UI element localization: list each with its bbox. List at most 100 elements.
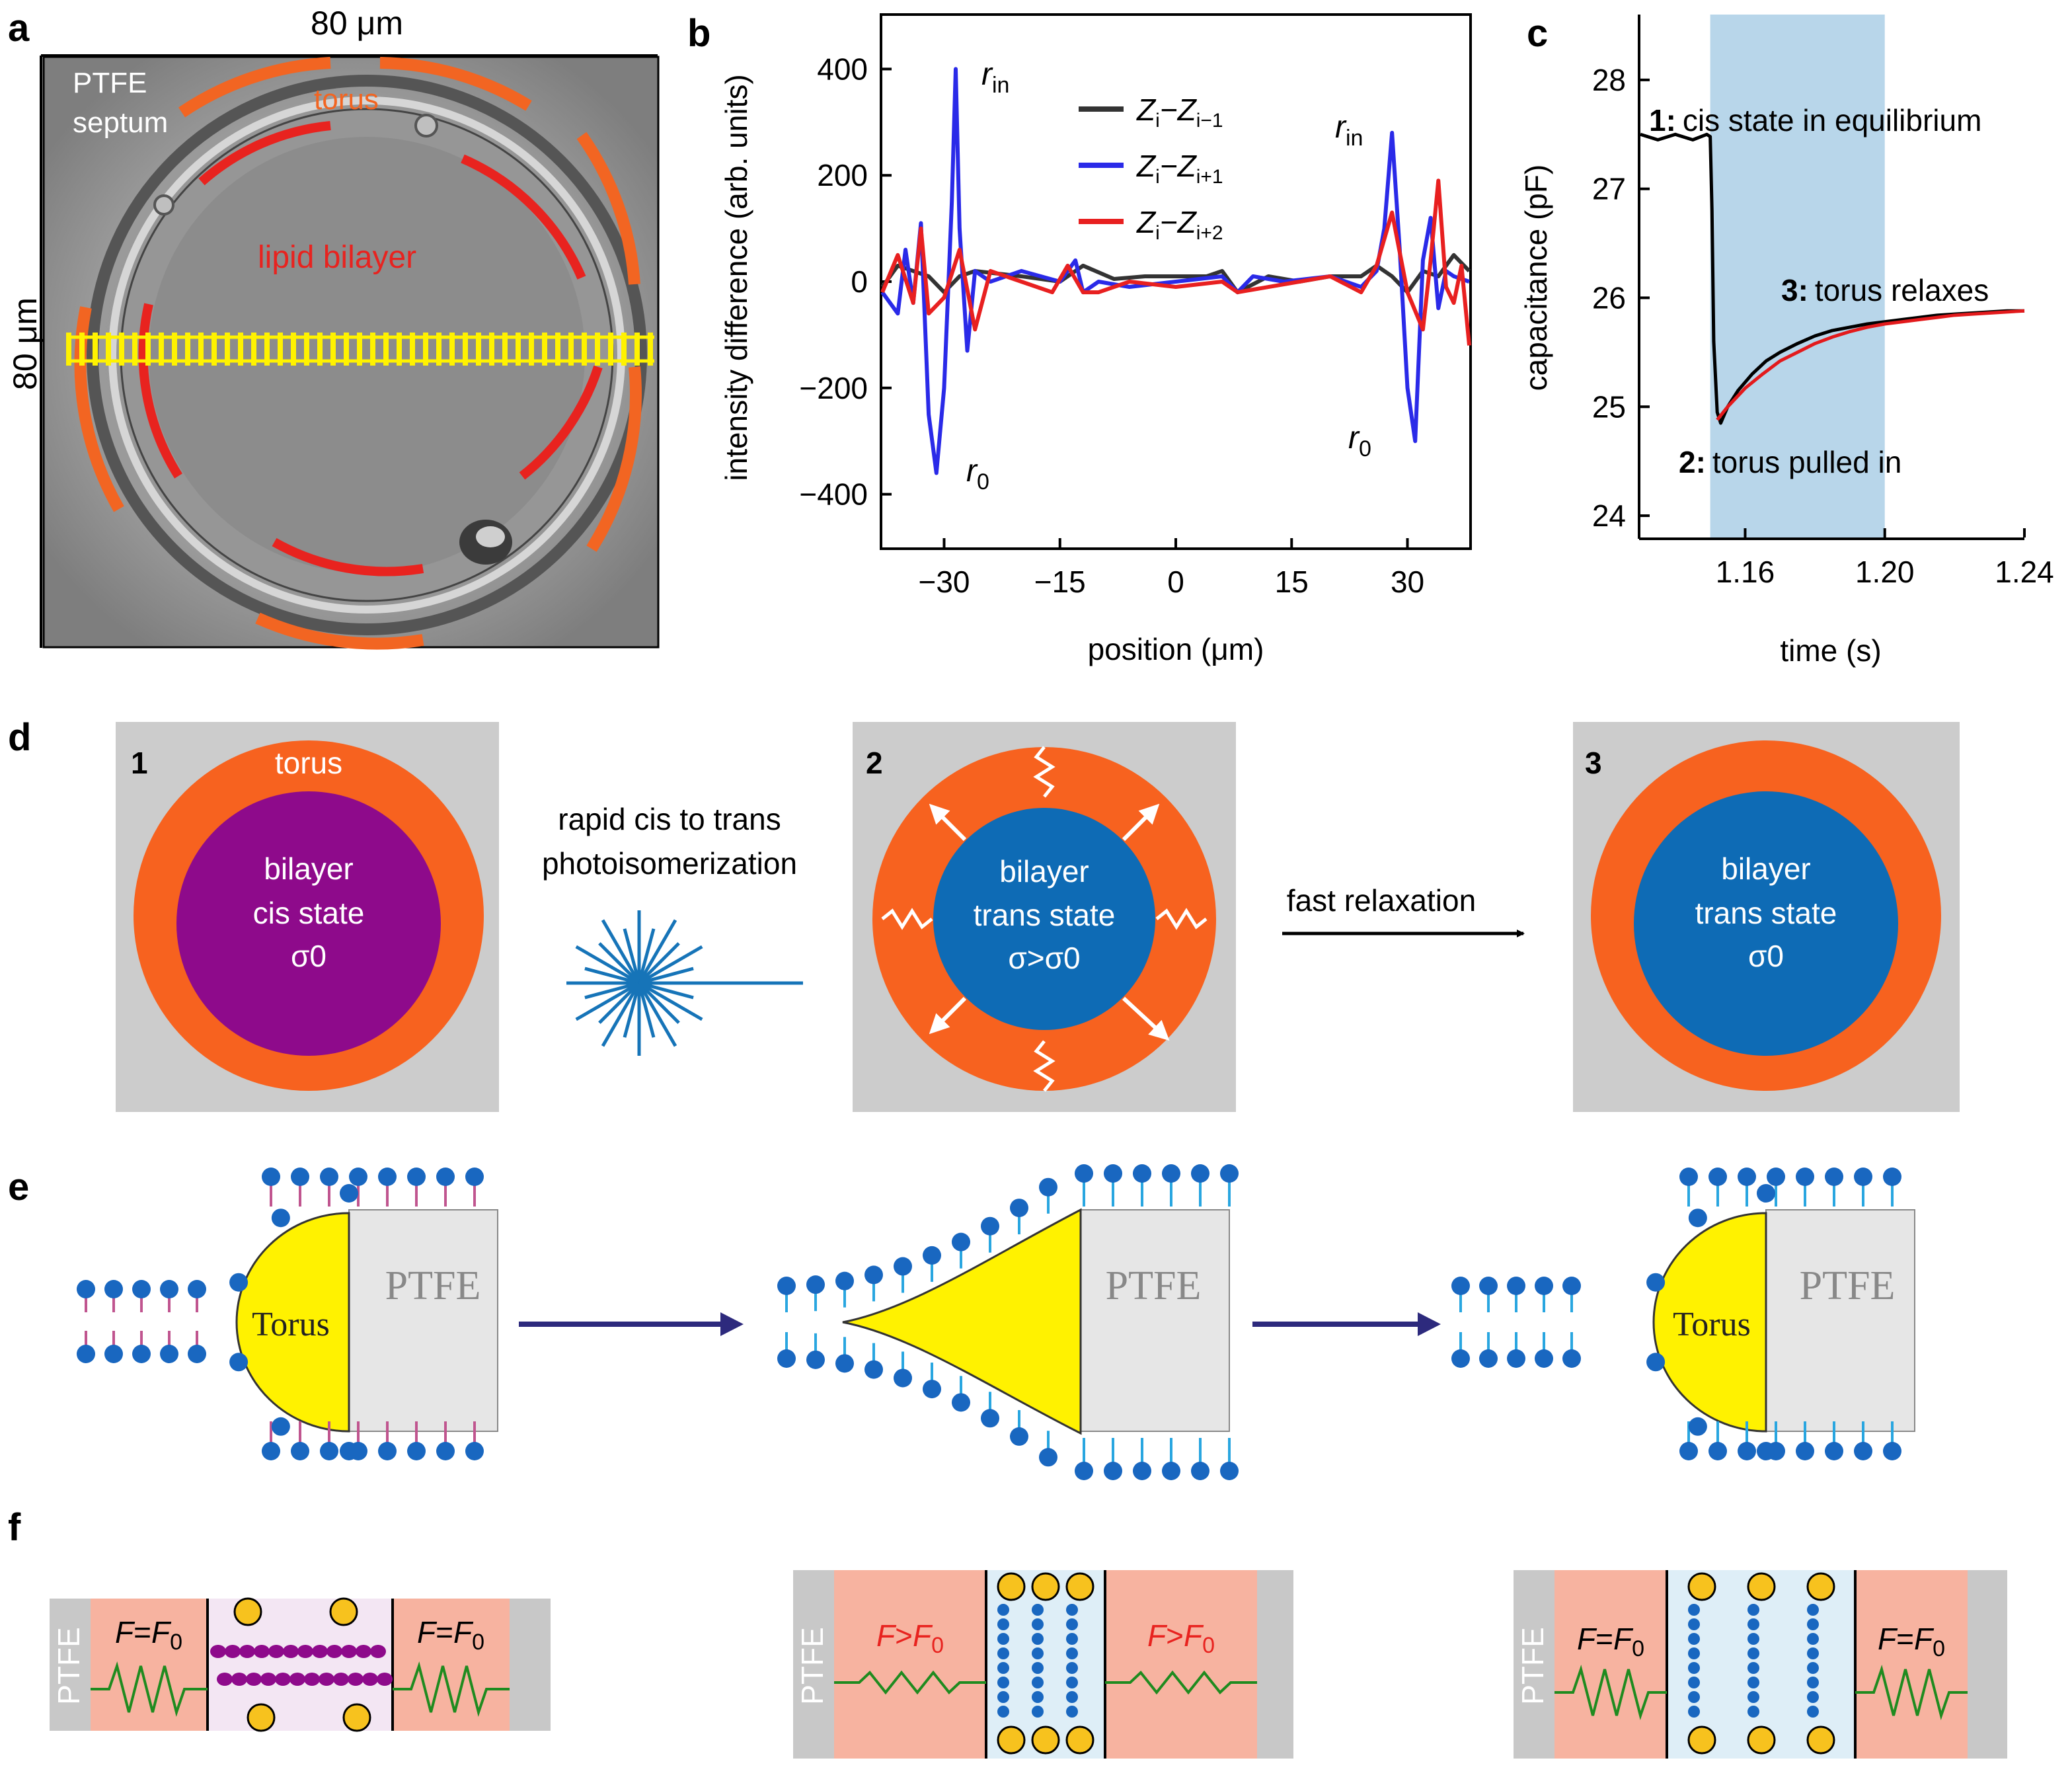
f2l-sub: 0 [931,1633,944,1658]
lipid-head [1535,1277,1553,1295]
legend-entry-0: Zi−Zi−1 [1136,93,1223,132]
f1-force-left: F=F0 [115,1615,182,1655]
trans-unit [1066,1604,1078,1616]
panel-letter-c: c [1527,12,1548,55]
lipid-head [340,1442,358,1460]
molecule-head [1687,1725,1716,1755]
lipid-head [1708,1168,1727,1186]
f3-force-right: F=F0 [1878,1622,1945,1661]
panel-e: e PTFE Torus PTFE PTFE Torus [8,1164,1915,1480]
cis-unit [283,1645,299,1658]
trans-unit [1066,1618,1078,1630]
legend-entry-1: Zi−Zi+1 [1136,149,1223,188]
f3-ptfe-right [1968,1570,2007,1759]
b-xtick-label: 15 [1275,565,1309,599]
c-ytick-label: 28 [1592,63,1626,97]
state-3-line-1: bilayer [1721,852,1811,886]
trans-unit [1807,1662,1819,1674]
f3l-F0: F [1613,1622,1634,1656]
ann2-text: torus pulled in [1712,445,1901,479]
legend-0-s1: i [1155,110,1160,132]
f-scene-1: PTFE F=F0 F=F0 [50,1597,551,1732]
lipid-head [1688,1417,1707,1436]
f1r-F: F [417,1615,438,1649]
molecule-head [247,1703,276,1732]
c-xtick-label: 1.20 [1855,555,1915,589]
burst-ray [601,982,641,1047]
lipid-head [132,1280,151,1298]
lipid-head [864,1360,883,1379]
cis-unit [333,1673,349,1686]
state-1-number: 1 [131,746,148,780]
trans-unit [1807,1691,1819,1703]
lipid-head [1679,1168,1698,1186]
legend-entry-2: Zi−Zi+2 [1136,205,1223,244]
f1l-op: = [134,1615,151,1649]
trans-unit [1066,1706,1078,1718]
r-in-left-r: r [981,57,993,92]
ann2-num: 2: [1679,445,1706,479]
scene-1-torus-label: Torus [252,1306,330,1343]
lipid-head [1796,1442,1814,1460]
cis-unit [239,1645,255,1658]
panel-b-ylabel: intensity difference (arb. units) [719,74,753,481]
cis-unit [348,1673,364,1686]
trans-unit [1807,1647,1819,1659]
state-2-bilayer [933,808,1155,1030]
f2-force-left: F>F0 [876,1618,944,1658]
f2r-F: F [1147,1618,1168,1653]
lipid-head [1039,1177,1057,1197]
f1-ptfe-left [50,1599,91,1731]
legend-2-z1: Z [1136,205,1157,239]
b-ytick-label: 400 [817,52,868,86]
trans-unit [1747,1604,1759,1616]
f1r-op: = [436,1615,453,1649]
c-xtick-label: 1.16 [1716,555,1775,589]
trans-unit [1032,1633,1044,1645]
light-burst-icon [566,910,803,1056]
burst-ray [598,982,640,1024]
bilayer-arcs [138,121,603,576]
molecule-head [1031,1725,1060,1755]
lipid-head [407,1442,426,1460]
scene-3-ptfe [1765,1209,1915,1432]
f1-ptfe-right [510,1599,551,1731]
state-1-torus-label: torus [275,746,342,780]
panel-b-series [880,67,1471,475]
f3l-F: F [1577,1622,1597,1656]
panel-c-xlabel: time (s) [1780,633,1881,668]
lipid-head [1883,1442,1901,1460]
r-0-right-r: r [1348,420,1360,456]
burst-ray [598,942,640,984]
trans-unit [1747,1677,1759,1688]
lipid-head [1075,1164,1093,1183]
lipid-head [407,1168,426,1186]
burst-ray [638,981,694,1000]
f2r-F0: F [1184,1618,1204,1653]
cis-unit [254,1645,270,1658]
lipid-head [229,1353,249,1372]
f1-spring-box-right [393,1599,510,1731]
trans-unit [1066,1662,1078,1674]
f3r-F0: F [1914,1622,1935,1656]
lipid-head [1075,1462,1093,1480]
f3-spring-left [1554,1665,1667,1720]
ann1-num: 1: [1649,103,1676,138]
r-0-right-sub: 0 [1359,436,1371,461]
burst-ray [637,919,677,984]
lipid-head [262,1442,280,1460]
legend-1-s1: i [1155,166,1160,188]
lipid-head [777,1349,796,1368]
lipid-head [1191,1164,1209,1183]
state-1-line-1: bilayer [264,852,354,886]
trans-unit [1066,1647,1078,1659]
trans-unit [1688,1647,1700,1659]
lipid-head [1039,1448,1057,1467]
cis-unit [370,1645,386,1658]
lipid-head [1688,1208,1707,1228]
b-xtick-label: 30 [1391,565,1424,599]
annotation-r-in-right: rin [1335,110,1363,151]
burst-ray [638,982,680,1024]
lipid-head [1738,1168,1756,1186]
arrow-1-line-1: rapid cis to trans [558,802,781,836]
